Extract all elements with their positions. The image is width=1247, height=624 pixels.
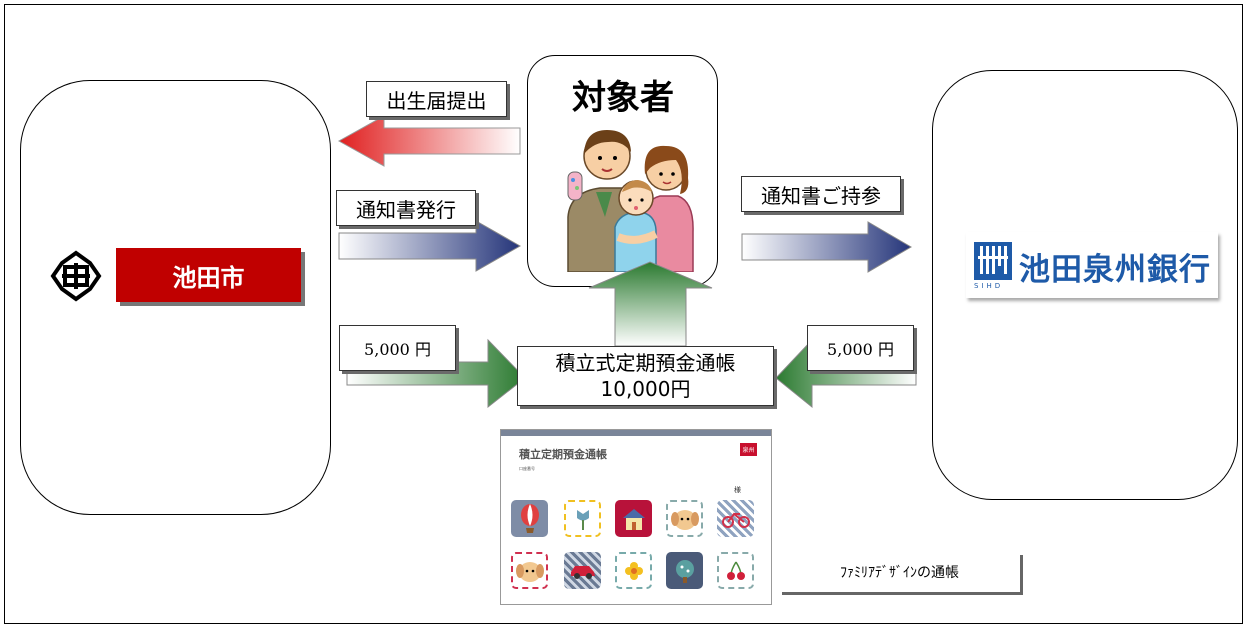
target-title: 対象者 [572, 78, 674, 118]
bank-sub: SIHD [974, 282, 1004, 290]
passbook-box: 積立式定期預金通帳 10,000円 [517, 346, 774, 406]
arrow-up [588, 261, 713, 347]
bicycle-icon [721, 512, 750, 528]
tree-icon [675, 559, 694, 583]
passbook-box-line2: 10,000円 [600, 377, 691, 401]
passbook-title: 積立定期預金通帳 [519, 448, 607, 461]
house-icon [622, 508, 645, 530]
car-icon [570, 565, 595, 579]
passbook-sama: 様 [734, 486, 741, 494]
bicycle-tile [717, 500, 754, 537]
house-tile [615, 500, 652, 537]
passbook-box-line1: 積立式定期預金通帳 [555, 351, 736, 375]
arrow-notice-bring [741, 221, 912, 273]
arrow-notice-issue [338, 220, 522, 272]
arrow-birth [337, 115, 521, 167]
dog-tile [666, 500, 703, 537]
ikeda-city-emblem-icon [50, 250, 102, 302]
bank-logo-icon [974, 242, 1012, 280]
balloon-tile [511, 500, 548, 537]
tree-tile [666, 552, 703, 589]
amount-city: 5,000 円 [339, 325, 456, 371]
family-illustration [567, 130, 694, 272]
passbook-top-bar [501, 430, 771, 436]
cherry-tile [717, 552, 754, 589]
balloon-icon [520, 503, 539, 533]
flower-tile [615, 552, 652, 589]
label-notice-bring: 通知書ご持参 [741, 176, 901, 212]
cherry-icon [726, 561, 745, 580]
flower-icon [624, 561, 643, 580]
dog-face-tile [511, 552, 548, 589]
passbook-image: 積立定期預金通帳 泉州 口座番号 様 [500, 429, 772, 605]
label-notice-issue: 通知書発行 [336, 190, 476, 226]
bank-logo: 池田泉州銀行 SIHD [966, 232, 1218, 298]
tulip-icon [576, 509, 589, 530]
dog-face-icon [515, 561, 544, 582]
arrow-city-deposit [346, 338, 526, 409]
amount-bank: 5,000 円 [807, 325, 914, 371]
passbook-caption: ﾌｧﾐﾘｱﾃﾞｻﾞｲﾝの通帳 [779, 552, 1020, 592]
city-name: 池田市 [116, 248, 301, 302]
passbook-tag: 泉州 [740, 443, 757, 456]
dog-icon [670, 509, 699, 530]
label-birth: 出生届提出 [366, 81, 507, 117]
passbook-small: 口座番号 [519, 466, 535, 471]
car-tile [564, 552, 601, 589]
tulip-tile [564, 500, 601, 537]
bank-name: 池田泉州銀行 [1019, 252, 1211, 288]
